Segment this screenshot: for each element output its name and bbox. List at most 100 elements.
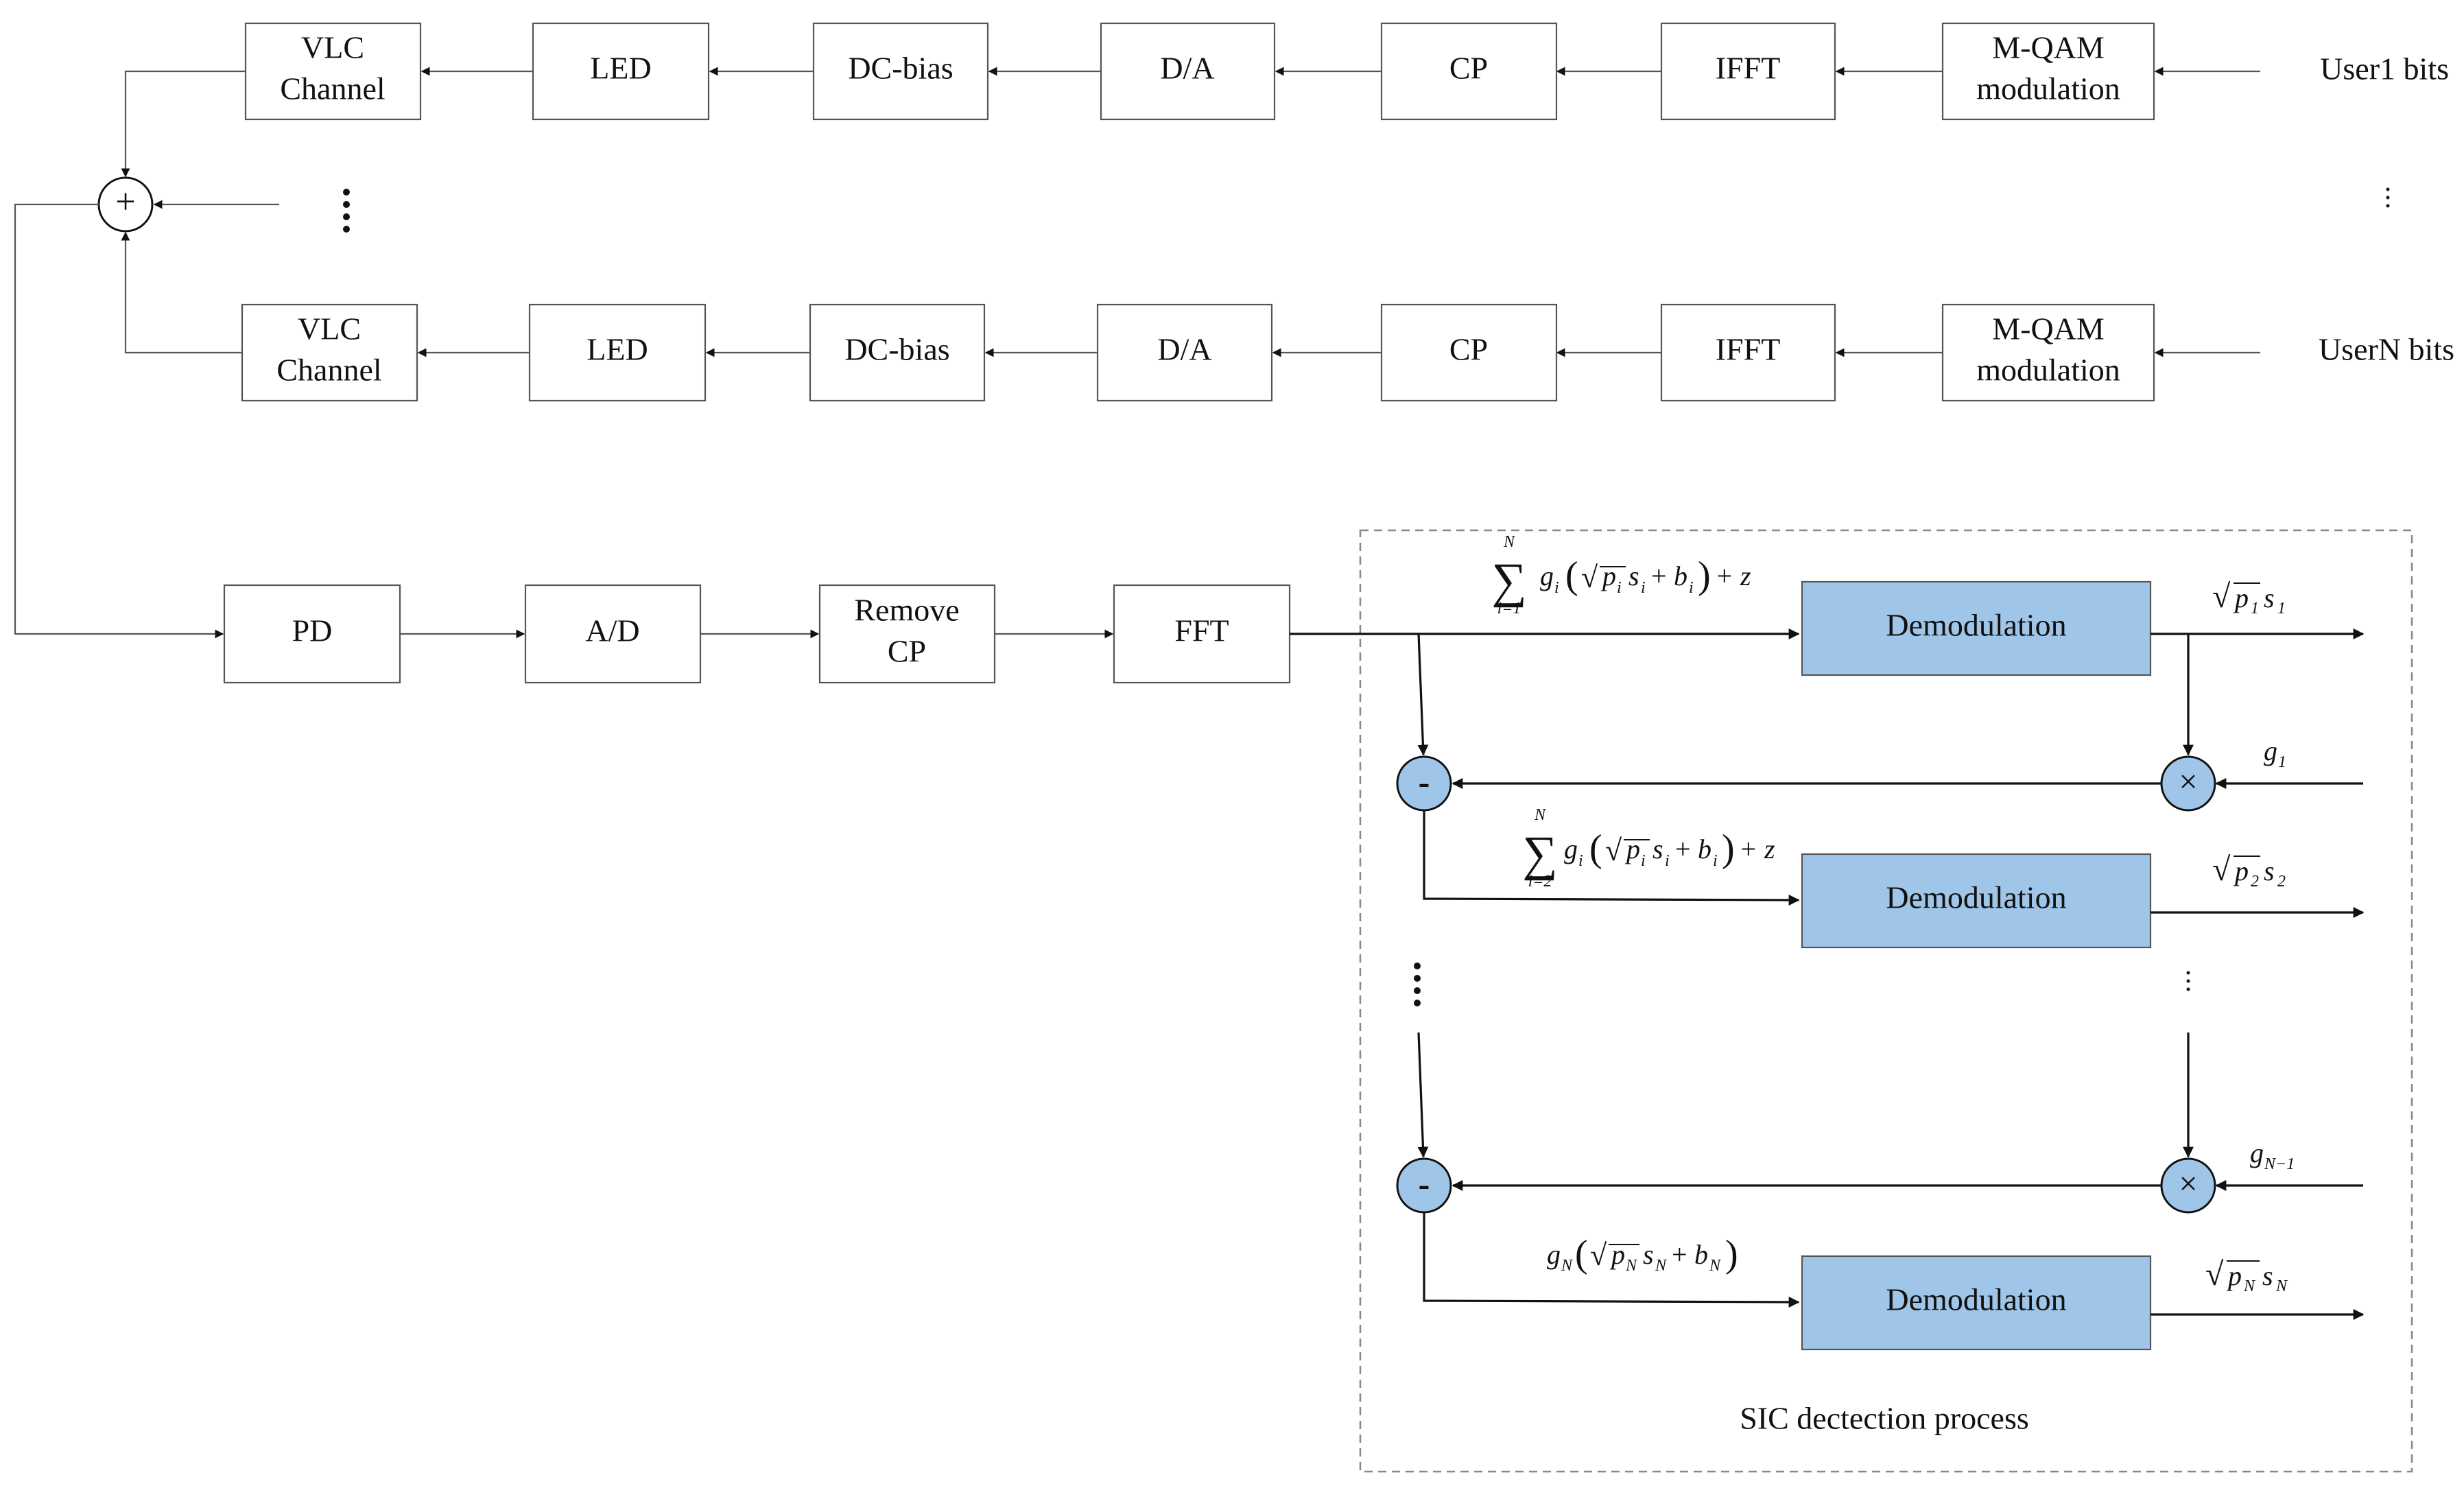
ellipsis-dots-sic-right — [2186, 971, 2190, 991]
svg-text:i: i — [1617, 579, 1622, 597]
usern-bits-label: UserN bits — [2319, 332, 2454, 367]
svg-text:IFFT: IFFT — [1716, 332, 1781, 367]
tx-chain-usern: UserN bits M-QAM modulation IFFT CP D/A … — [121, 231, 2454, 402]
svg-text:√: √ — [1605, 834, 1622, 867]
svg-text:g: g — [2250, 1137, 2264, 1168]
sic-dashed-frame — [1359, 529, 2413, 1473]
svg-text:i: i — [1665, 852, 1670, 870]
svg-text:1: 1 — [2278, 753, 2286, 771]
subtractor-1: - — [1396, 755, 1452, 812]
gain-g1-label: g 1 — [2264, 735, 2286, 771]
svg-text:modulation: modulation — [1976, 71, 2120, 106]
svg-text:N: N — [2275, 1277, 2288, 1295]
sic-caption: SIC dectection process — [1740, 1401, 2029, 1436]
svg-text:i: i — [1713, 852, 1718, 870]
svg-text:p: p — [2233, 856, 2249, 886]
svg-text:D/A: D/A — [1160, 51, 1214, 86]
svg-text:+: + — [1672, 1239, 1687, 1270]
svg-text:b: b — [1698, 834, 1711, 864]
cp-block-1: CP — [1380, 22, 1558, 121]
svg-text:N−1: N−1 — [2264, 1155, 2295, 1173]
multiplier-1: × — [2160, 755, 2216, 812]
svg-text:N: N — [1561, 1257, 1574, 1275]
svg-text:i=2: i=2 — [1528, 873, 1552, 891]
svg-text:N: N — [1534, 806, 1547, 824]
gain-gn-1-label: g N−1 — [2250, 1137, 2295, 1173]
svg-text:∑: ∑ — [1491, 553, 1526, 608]
svg-text:s: s — [1643, 1239, 1654, 1270]
svg-text:M-QAM: M-QAM — [1992, 311, 2105, 346]
svg-text:): ) — [1698, 554, 1711, 597]
svg-text:N: N — [1655, 1257, 1668, 1275]
svg-text:i: i — [1641, 852, 1646, 870]
svg-text:g: g — [2264, 735, 2277, 766]
svg-text:M-QAM: M-QAM — [1992, 30, 2105, 65]
svg-text:b: b — [1674, 561, 1687, 591]
svg-text:×: × — [2179, 764, 2197, 800]
ellipsis-dots-sic-left — [1414, 963, 1421, 1006]
ellipsis-dots-left — [343, 189, 350, 233]
svg-text:√: √ — [2205, 1256, 2224, 1293]
svg-text:N: N — [1709, 1257, 1722, 1275]
svg-text:A/D: A/D — [585, 613, 639, 648]
svg-text:DC-bias: DC-bias — [844, 332, 949, 367]
mqam-modulation-block-1: M-QAM modulation — [1941, 22, 2155, 121]
mqam-modulation-block-n: M-QAM modulation — [1941, 303, 2155, 402]
svg-text:√: √ — [2212, 851, 2231, 888]
svg-text:√: √ — [2212, 578, 2231, 615]
demodulation-block-1: Demodulation — [1801, 580, 2152, 676]
cp-block-n: CP — [1380, 303, 1558, 402]
vlc-channel-block-n: VLC Channel — [241, 303, 418, 402]
svg-text:s: s — [2262, 1260, 2273, 1291]
svg-text:LED: LED — [587, 332, 648, 367]
svg-text:Remove: Remove — [854, 593, 959, 628]
svg-text:+: + — [1651, 561, 1667, 591]
svg-text:CP: CP — [1449, 332, 1488, 367]
subtractor-n-1: - — [1396, 1157, 1452, 1214]
svg-text:D/A: D/A — [1157, 332, 1211, 367]
svg-text:√: √ — [1590, 1238, 1607, 1272]
svg-text:i: i — [1554, 579, 1559, 597]
ifft-block-1: IFFT — [1660, 22, 1836, 121]
svg-text:CP: CP — [888, 634, 926, 669]
svg-text:): ) — [1722, 827, 1735, 870]
svg-text:×: × — [2179, 1166, 2197, 1202]
led-block-1: LED — [532, 22, 710, 121]
ifft-block-n: IFFT — [1660, 303, 1836, 402]
svg-text:): ) — [1725, 1233, 1738, 1275]
svg-text:2: 2 — [2251, 873, 2259, 891]
svg-text:Demodulation: Demodulation — [1886, 1282, 2066, 1317]
svg-text:i: i — [1689, 579, 1694, 597]
demodulation-block-n: Demodulation — [1801, 1255, 2152, 1351]
da-block-1: D/A — [1100, 22, 1276, 121]
svg-text:FFT: FFT — [1174, 613, 1229, 648]
fft-block: FFT — [1113, 584, 1291, 684]
remove-cp-block: Remove CP — [818, 584, 996, 684]
svg-text:-: - — [1419, 762, 1430, 801]
led-block-n: LED — [528, 303, 707, 402]
svg-text:s: s — [1652, 834, 1663, 864]
svg-text:VLC: VLC — [301, 30, 364, 65]
svg-text:p: p — [1600, 561, 1616, 591]
svg-text:i=1: i=1 — [1497, 600, 1521, 617]
svg-text:+ z: + z — [1739, 834, 1775, 864]
svg-text:√: √ — [1581, 561, 1598, 594]
svg-text:b: b — [1694, 1239, 1708, 1270]
svg-text:1: 1 — [2277, 600, 2286, 617]
svg-text:Channel: Channel — [276, 353, 381, 388]
plus-symbol: + — [115, 182, 135, 222]
svg-text:Demodulation: Demodulation — [1886, 880, 2066, 915]
user1-bits-label: User1 bits — [2320, 51, 2449, 86]
svg-text:+: + — [1675, 834, 1691, 864]
svg-text:g: g — [1540, 561, 1554, 591]
svg-text:∑: ∑ — [1522, 826, 1557, 881]
svg-text:g: g — [1547, 1239, 1561, 1270]
svg-text:N: N — [1625, 1257, 1638, 1275]
svg-text:modulation: modulation — [1976, 353, 2120, 388]
